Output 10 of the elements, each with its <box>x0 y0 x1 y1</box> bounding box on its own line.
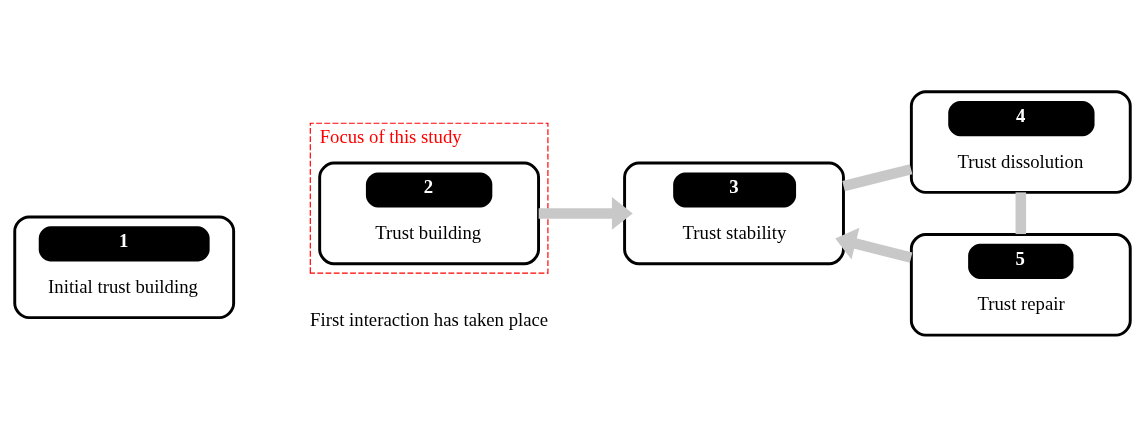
label: First interaction has taken place <box>310 308 549 330</box>
arrow <box>538 196 633 230</box>
arrow <box>835 227 913 263</box>
node-box: 1 Initial trust building <box>13 214 236 319</box>
connector <box>842 163 913 191</box>
node-box: 4 Trust dissolution <box>909 89 1132 194</box>
node-box: 3 Trust stability <box>623 161 845 265</box>
node-box: 5 Trust repair <box>909 232 1132 337</box>
node-box: 2 Trust building <box>318 161 541 265</box>
connector <box>1015 191 1027 234</box>
